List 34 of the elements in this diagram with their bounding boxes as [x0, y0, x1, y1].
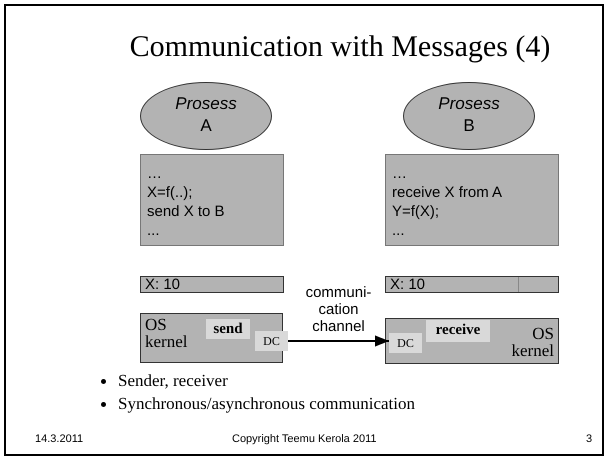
variable-box — [385, 276, 559, 293]
footer-copyright: Copyright Teemu Kerola 2011 — [232, 432, 377, 447]
kernel-box — [385, 318, 559, 364]
operation-label: receive — [434, 321, 482, 339]
page-number: 3 — [586, 432, 592, 447]
dc-label: DC — [262, 334, 281, 348]
code-line: … — [392, 165, 407, 183]
code-line: receive X from A — [392, 184, 502, 202]
kernel-label: OS kernel — [510, 325, 554, 359]
dc-label: DC — [396, 336, 415, 350]
operation-label: send — [212, 320, 244, 338]
slide-title: Communication with Messages (4) — [128, 30, 552, 64]
dc-box — [389, 333, 422, 353]
footer-date: 14.3.2011 — [35, 432, 84, 447]
code-box — [385, 154, 559, 246]
code-line: send X to B — [147, 203, 225, 221]
operation-box — [426, 320, 490, 342]
code-line: Y=f(X); — [392, 203, 440, 221]
code-line: … — [147, 165, 162, 183]
code-box — [140, 154, 284, 246]
arrow — [288, 335, 389, 347]
variable-value: X: 10 — [390, 276, 426, 293]
bullet-text: Sender, receiver — [118, 370, 228, 391]
code-line: X=f(..); — [147, 184, 192, 202]
kernel-label: OS kernel — [145, 316, 188, 350]
dc-box — [255, 331, 288, 351]
bullet-text: Synchronous/asynchronous communication — [118, 393, 415, 414]
code-line: ... — [147, 222, 160, 240]
variable-value: X: 10 — [145, 276, 180, 293]
process-label: Prosess A — [174, 93, 238, 137]
code-line: ... — [392, 222, 405, 240]
operation-box — [206, 319, 250, 339]
variable-box — [140, 276, 284, 293]
process-label: Prosess B — [437, 93, 501, 137]
